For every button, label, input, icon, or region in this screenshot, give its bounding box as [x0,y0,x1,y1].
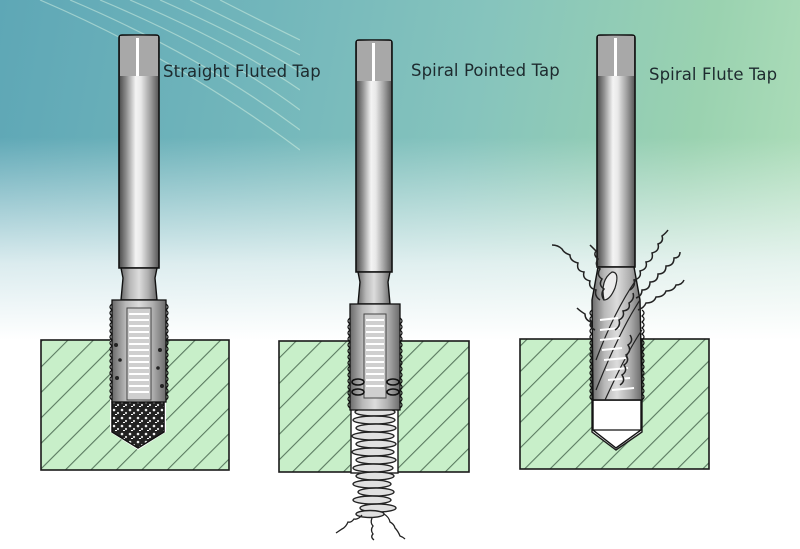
ejected-chips [551,229,685,386]
tap-shank [118,34,160,269]
label-straight-fluted-tap: Straight Fluted Tap [163,62,321,81]
tap-shank [596,34,636,268]
label-spiral-flute-tap: Spiral Flute Tap [649,65,778,84]
spiral-flute-tap-diagram [519,34,710,470]
decorative-light-streaks [39,0,300,151]
spiral-pointed-tap-diagram [278,39,470,541]
label-spiral-pointed-tap: Spiral Pointed Tap [411,61,560,80]
straight-fluted-tap-diagram [40,34,230,471]
forward-chips [351,407,397,519]
tap-shank [355,39,393,273]
